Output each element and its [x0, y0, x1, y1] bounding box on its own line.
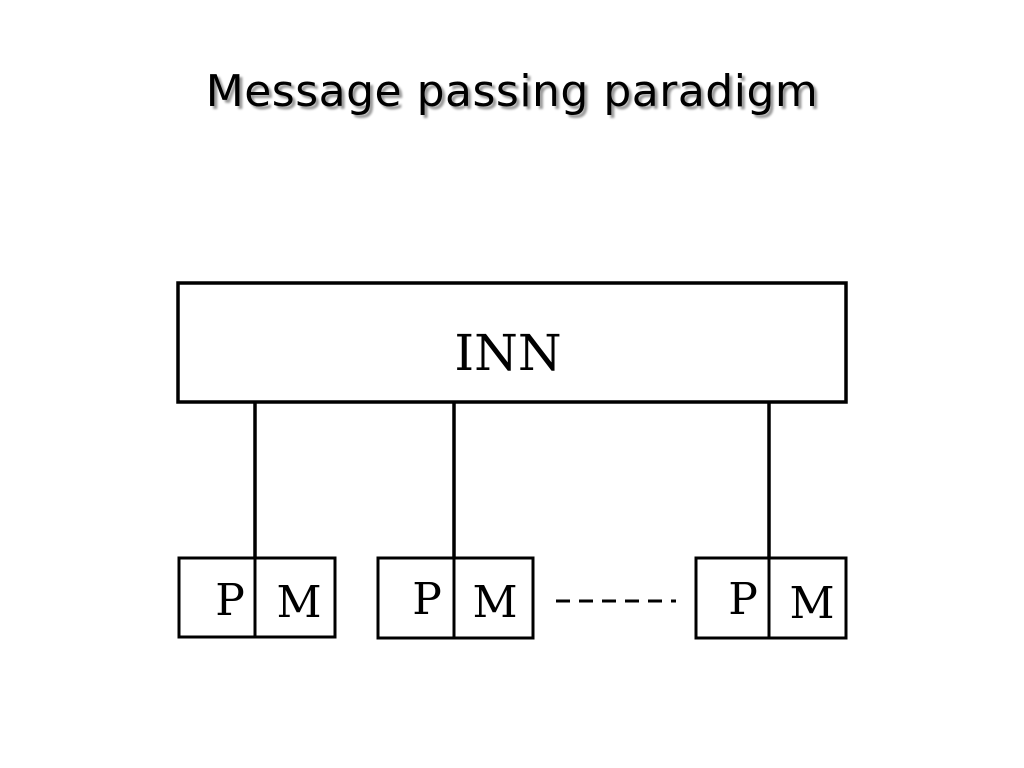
inn-label: INN [454, 324, 561, 382]
node-1: P M [177, 556, 337, 639]
processor-box [694, 556, 771, 640]
processor-label: P [412, 574, 442, 625]
memory-label: M [276, 577, 321, 628]
memory-label: M [789, 578, 834, 629]
node-2: P M [376, 556, 535, 640]
slide-title: Message passing paradigm [205, 66, 819, 117]
node-3: P M [694, 556, 848, 640]
memory-box [767, 556, 848, 640]
memory-box [452, 556, 535, 640]
processor-label: P [728, 574, 758, 625]
memory-label: M [472, 577, 517, 628]
processor-box [376, 556, 456, 640]
processor-label: P [215, 575, 245, 626]
memory-box [253, 556, 337, 639]
inn-box [176, 281, 848, 404]
